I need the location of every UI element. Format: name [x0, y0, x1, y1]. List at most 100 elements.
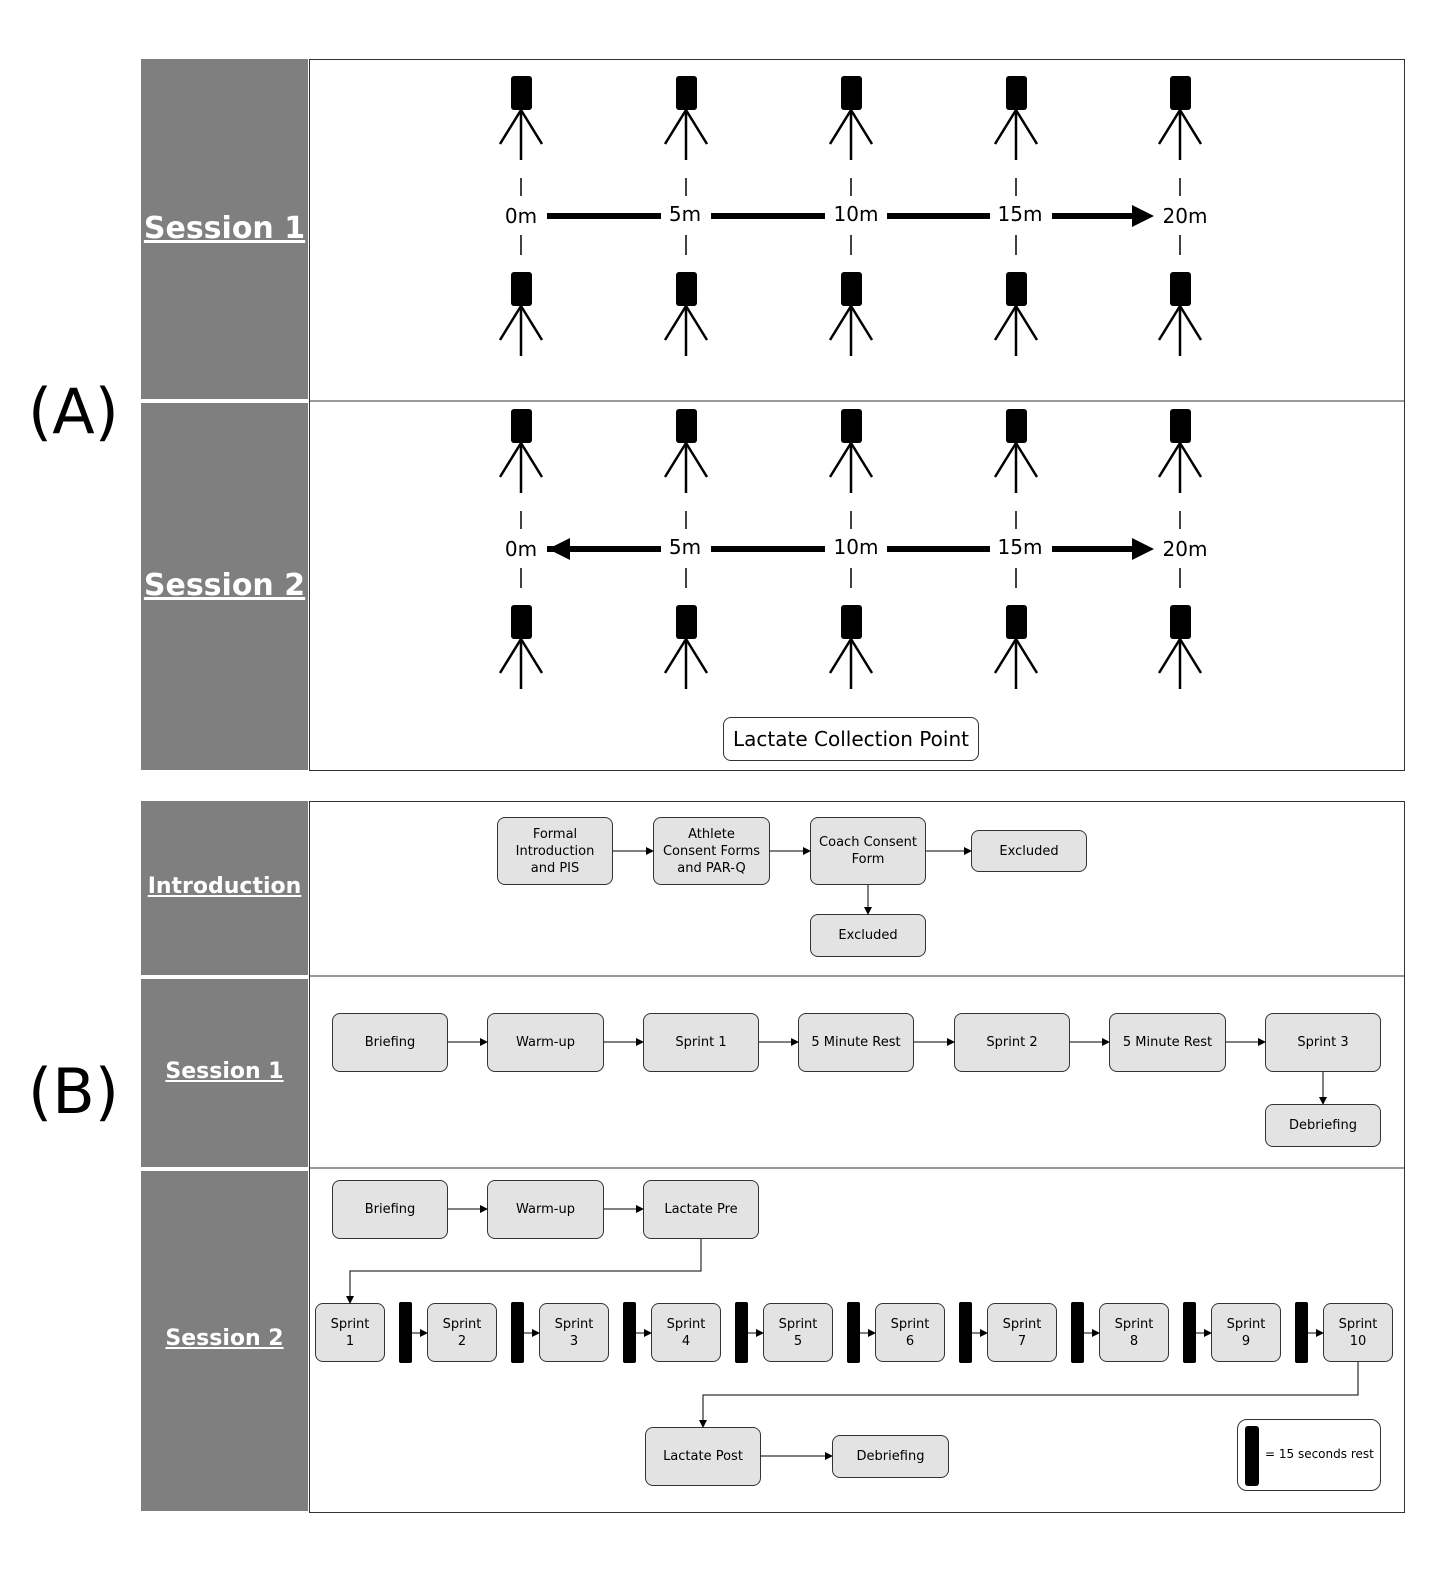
rest-bar	[623, 1302, 636, 1363]
tripod-camera-icon	[1157, 76, 1203, 160]
sidebar-introduction: Introduction	[141, 801, 308, 975]
camera-body	[841, 76, 862, 110]
s1-warmup: Warm-up	[487, 1013, 604, 1072]
tripod-leg	[993, 305, 1018, 341]
camera-body	[1006, 272, 1027, 306]
tripod-leg	[498, 305, 523, 341]
tripod-leg	[663, 638, 688, 674]
tripod-leg	[993, 442, 1018, 478]
sidebar-session2-a: Session 2	[141, 403, 308, 770]
tripod-camera-icon	[828, 605, 874, 689]
tripod-leg	[828, 442, 853, 478]
track-arrowhead	[1132, 205, 1154, 227]
intro-step-formal: Formal Introduction and PIS	[497, 817, 613, 885]
camera-body	[1006, 76, 1027, 110]
tripod-leg	[1157, 442, 1182, 478]
s2-sprint: Sprint 10	[1323, 1303, 1393, 1362]
tripod-camera-icon	[993, 409, 1039, 493]
rest-legend-text: = 15 seconds rest	[1265, 1447, 1374, 1461]
tripod-leg	[498, 638, 523, 674]
distance-label: 5m	[669, 202, 701, 226]
distance-label: 10m	[834, 535, 879, 559]
tripod-leg	[1178, 442, 1203, 478]
camera-body	[511, 409, 532, 443]
sidebar-session1-a: Session 1	[141, 59, 308, 399]
tripod-camera-icon	[663, 409, 709, 493]
tripod-camera-icon	[498, 409, 544, 493]
track-arrowhead	[1132, 538, 1154, 560]
sidebar-session1-b: Session 1	[141, 979, 308, 1167]
s1-sprint3: Sprint 3	[1265, 1013, 1381, 1072]
tripod-leg	[663, 109, 688, 145]
lactate-collection-point: Lactate Collection Point	[723, 717, 979, 761]
tripod-leg	[498, 109, 523, 145]
s2-lactate-post: Lactate Post	[645, 1427, 761, 1486]
camera-body	[841, 409, 862, 443]
tripod-camera-icon	[498, 76, 544, 160]
rest-bar	[1295, 1302, 1308, 1363]
rest-bar	[1183, 1302, 1196, 1363]
distance-label: 20m	[1163, 204, 1208, 228]
tripod-leg	[684, 442, 709, 478]
tripod-leg	[1014, 305, 1039, 341]
camera-body	[1170, 76, 1191, 110]
tripod-leg	[849, 305, 874, 341]
rest-bar	[847, 1302, 860, 1363]
s1-rest2: 5 Minute Rest	[1109, 1013, 1226, 1072]
tripod-camera-icon	[1157, 409, 1203, 493]
camera-body	[676, 605, 697, 639]
tripod-leg	[849, 109, 874, 145]
tripod-leg	[519, 305, 544, 341]
s2-sprint: Sprint 4	[651, 1303, 721, 1362]
tripod-camera-icon	[663, 272, 709, 356]
s1-sprint2: Sprint 2	[954, 1013, 1070, 1072]
tripod-camera-icon	[828, 272, 874, 356]
tripod-leg	[1014, 109, 1039, 145]
tripod-leg	[519, 442, 544, 478]
sidebar-session2-b: Session 2	[141, 1171, 308, 1511]
panel-a-label: (A)	[28, 375, 119, 448]
tripod-camera-icon	[663, 605, 709, 689]
tripod-leg	[519, 109, 544, 145]
tripod-leg	[498, 442, 523, 478]
camera-body	[676, 409, 697, 443]
tripod-camera-icon	[828, 409, 874, 493]
distance-label: 15m	[998, 535, 1043, 559]
tripod-leg	[828, 305, 853, 341]
tripod-leg	[1014, 638, 1039, 674]
tripod-leg	[1178, 638, 1203, 674]
distance-label: 10m	[834, 202, 879, 226]
rest-bar	[511, 1302, 524, 1363]
s2-lactate-pre: Lactate Pre	[643, 1180, 759, 1239]
session1-b-title: Session 1	[165, 1059, 284, 1084]
s2-sprint: Sprint 3	[539, 1303, 609, 1362]
tripod-leg	[993, 109, 1018, 145]
intro-step-coach-consent: Coach Consent Form	[810, 817, 926, 885]
tripod-leg	[684, 638, 709, 674]
camera-body	[676, 272, 697, 306]
tripod-leg	[828, 109, 853, 145]
tripod-leg	[1178, 305, 1203, 341]
rest-legend: = 15 seconds rest	[1237, 1419, 1381, 1491]
tripod-camera-icon	[498, 272, 544, 356]
tripod-leg	[663, 442, 688, 478]
s2-sprint: Sprint 7	[987, 1303, 1057, 1362]
tripod-leg	[1178, 109, 1203, 145]
s1-rest1: 5 Minute Rest	[798, 1013, 914, 1072]
distance-label: 20m	[1163, 537, 1208, 561]
s2-warmup: Warm-up	[487, 1180, 604, 1239]
rest-bar	[959, 1302, 972, 1363]
s2-sprint: Sprint 8	[1099, 1303, 1169, 1362]
s2-debriefing: Debriefing	[832, 1435, 949, 1478]
s2-sprint: Sprint 1	[315, 1303, 385, 1362]
intro-excluded-below: Excluded	[810, 914, 926, 957]
camera-body	[1170, 409, 1191, 443]
distance-label: 5m	[669, 535, 701, 559]
s1-sprint1: Sprint 1	[643, 1013, 759, 1072]
tripod-leg	[684, 109, 709, 145]
camera-body	[1006, 605, 1027, 639]
tripod-leg	[849, 442, 874, 478]
camera-body	[841, 272, 862, 306]
flow-arrow	[346, 1239, 702, 1304]
camera-body	[841, 605, 862, 639]
